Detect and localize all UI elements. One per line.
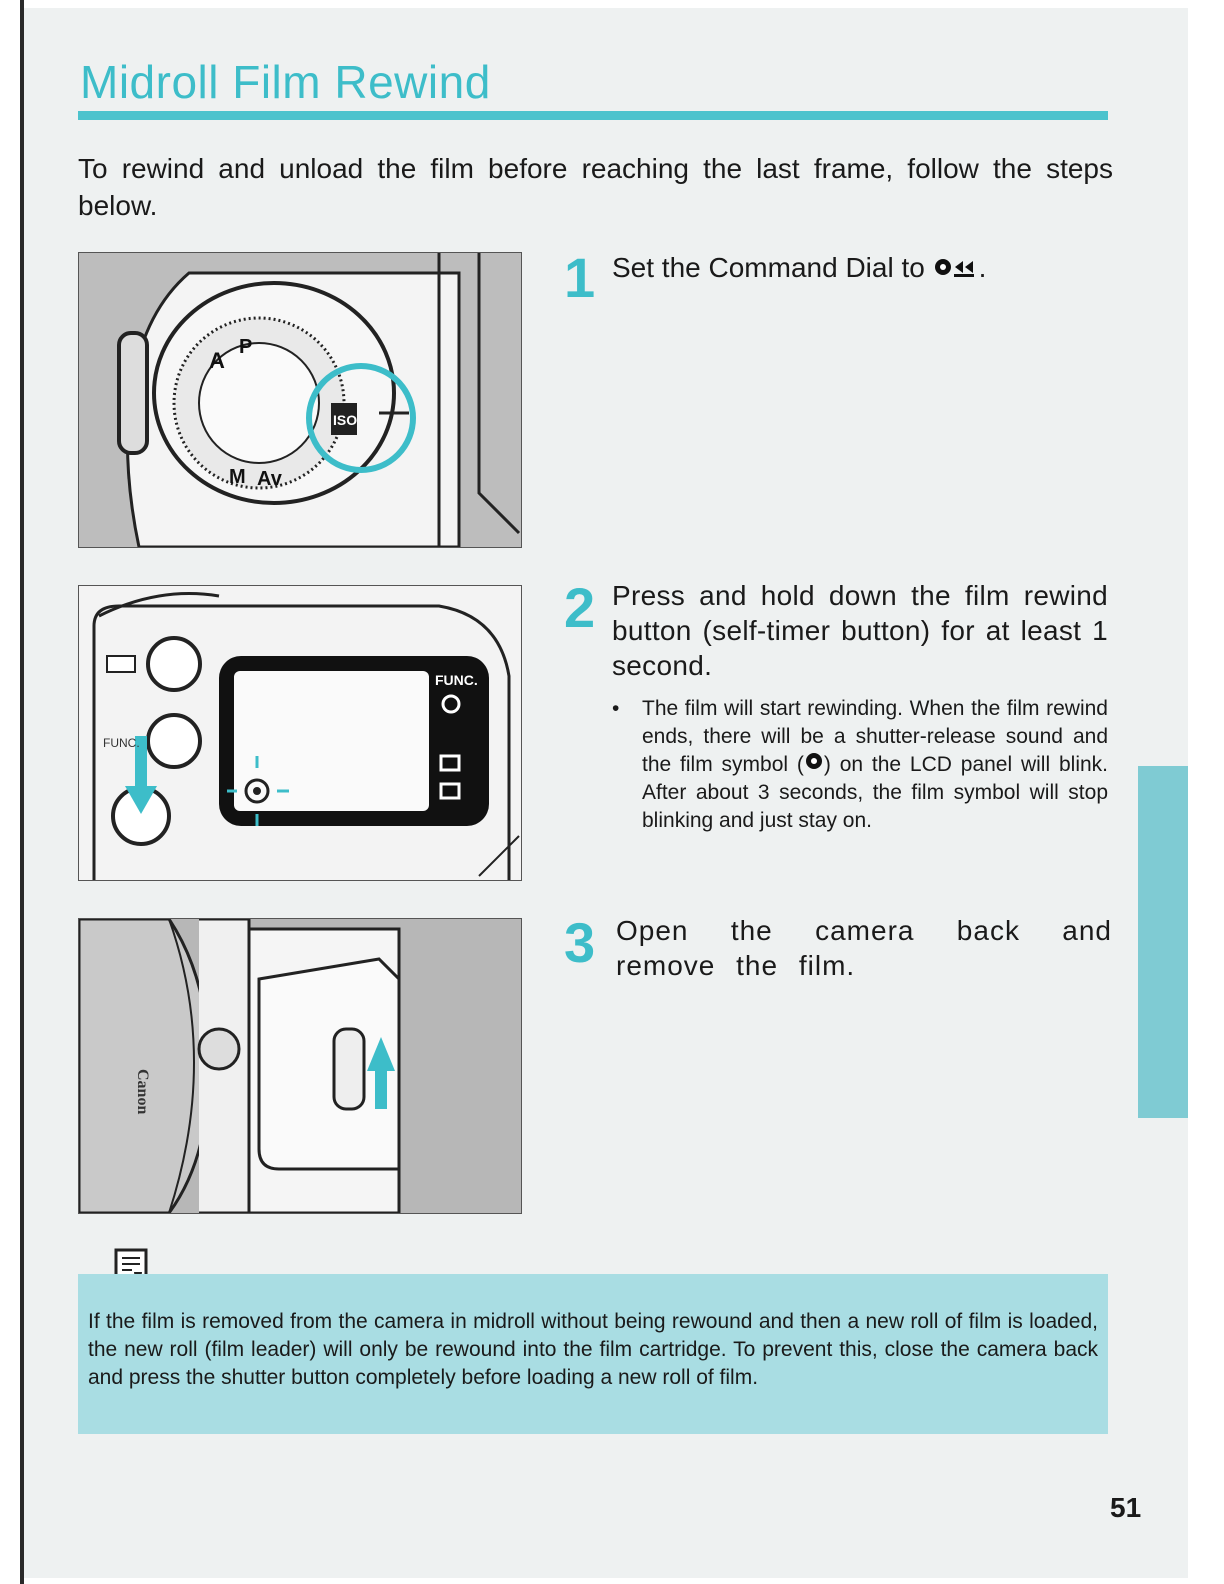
button-func-label: FUNC.: [103, 736, 140, 750]
page-number: 51: [1110, 1492, 1142, 1523]
step-text: Open the camera back and remove the film…: [616, 915, 1112, 981]
canon-brand-label: Canon: [134, 1069, 151, 1115]
command-dial-illustration: A P M Av ISO: [78, 252, 522, 548]
svg-text:A: A: [209, 348, 225, 373]
lcd-panel-illustration: FUNC. FUNC.: [78, 585, 522, 881]
step-text: Press and hold down the film rewind butt…: [612, 580, 1108, 681]
step-1: 1 Set the Command Dial to .: [564, 246, 987, 309]
film-symbol-icon: [804, 751, 824, 779]
title-rule: [78, 111, 1108, 120]
bullet-dot: •: [612, 697, 620, 720]
camera-back-illustration: Canon: [78, 918, 522, 1214]
page-title: Midroll Film Rewind: [80, 56, 491, 108]
step-number: 2: [564, 576, 596, 639]
film-rewind-icon: [933, 252, 979, 287]
svg-text:M: M: [229, 466, 246, 488]
step-number: 3: [564, 911, 596, 974]
page-spine: [20, 0, 24, 1584]
step-3: 3 Open the camera back and remove the fi…: [564, 913, 1112, 993]
svg-text:ISO: ISO: [333, 412, 357, 428]
lcd-func-label: FUNC.: [435, 672, 478, 688]
svg-text:P: P: [239, 336, 252, 358]
step-text: Set the Command Dial to: [612, 252, 925, 283]
step-2: 2 Press and hold down the film rewind bu…: [564, 578, 1112, 878]
note-text: If the film is removed from the camera i…: [88, 1310, 1098, 1389]
svg-text:Av: Av: [257, 468, 283, 490]
section-side-tab: [1138, 766, 1188, 1118]
step-2-bullet: • The film will start rewinding. When th…: [612, 695, 1108, 835]
bullet-text-start: The film will start rewinding. When the …: [642, 697, 1108, 776]
intro-paragraph: To rewind and unload the film before rea…: [78, 153, 1113, 221]
step-number: 1: [564, 246, 596, 309]
note-box: If the film is removed from the camera i…: [78, 1274, 1108, 1434]
bullet-text-end: ) on the LCD panel will blink. After abo…: [642, 753, 1108, 833]
